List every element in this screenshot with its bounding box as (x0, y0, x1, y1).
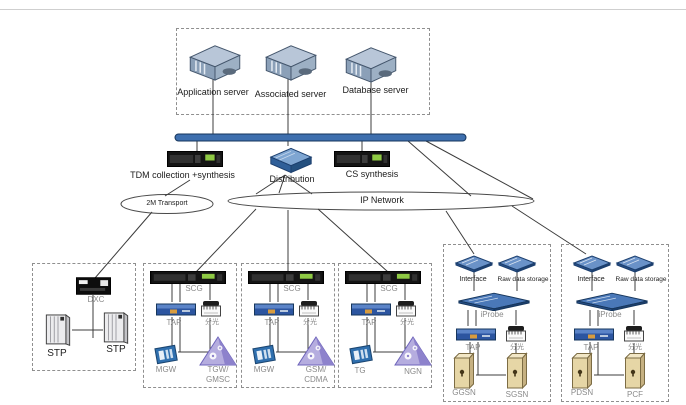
splitter-icon (622, 325, 646, 343)
pdsn-tower-icon (570, 351, 594, 391)
scg-rack-icon (150, 271, 226, 284)
interface-icon (453, 253, 495, 273)
tap-icon (574, 326, 614, 342)
distribution-switch-icon (266, 144, 316, 174)
stp-left-label: STP (47, 348, 67, 359)
database-server-icon (340, 44, 402, 84)
sgsn-cluster-box (443, 244, 551, 402)
raw-data-storage-icon (614, 253, 656, 273)
scg-label: SCG (283, 284, 301, 293)
distribution-label: Distribution (269, 174, 315, 184)
dxc-label: DXC (87, 295, 105, 304)
tap-icon (456, 326, 496, 342)
associated-server-icon (260, 42, 322, 82)
server-group-box (176, 28, 430, 115)
tap-icon (254, 301, 294, 317)
interface-label: Interface (577, 276, 605, 283)
transport-ellipse-label: 2M Transport (146, 200, 188, 207)
mgw-board-icon (251, 341, 277, 367)
pcf-label: PCF (627, 390, 643, 399)
raw-data-storage-icon (496, 253, 538, 273)
iprobe-icon (573, 291, 651, 311)
gmsc-cluster-box (143, 263, 237, 388)
interface-label: Interface (459, 276, 487, 283)
splitter-icon (199, 300, 223, 318)
splitter-label: 分光 (628, 344, 642, 351)
tap-icon (156, 301, 196, 317)
top-divider (0, 9, 686, 10)
tg-label: TG (354, 366, 366, 375)
scg-rack-icon (345, 271, 421, 284)
splitter-icon (297, 300, 321, 318)
iprobe-icon (455, 291, 533, 311)
cs-synthesis-rack-icon (334, 151, 390, 167)
associated-server-label: Associated server (254, 89, 327, 99)
triangle-label-line2: GMSC (206, 375, 230, 384)
splitter-icon (504, 325, 528, 343)
tg-board-icon (348, 341, 374, 367)
splitter-label: 分光 (510, 344, 524, 351)
tap-label: TAP (583, 343, 599, 352)
pdsn-cluster-box (561, 244, 669, 402)
interface-icon (571, 253, 613, 273)
tap-label: TAP (166, 318, 182, 327)
triangle-label-line1: NGN (404, 367, 422, 376)
scg-label: SCG (185, 284, 203, 293)
tgw-gmsc-triangle-icon (198, 335, 238, 367)
scg-label: SCG (380, 284, 398, 293)
triangle-label-line2: CDMA (304, 375, 328, 384)
tap-label: TAP (264, 318, 280, 327)
splitter-label: 分光 (400, 319, 414, 326)
bus-bar (174, 133, 467, 142)
cs-synthesis-label: CS synthesis (345, 169, 399, 179)
sgsn-label: SGSN (505, 390, 529, 399)
database-server-label: Database server (342, 85, 409, 95)
triangle-label-line1: GSM/ (305, 365, 327, 374)
pdsn-label: PDSN (570, 388, 594, 397)
raw-data-storage-label: Raw data storage (497, 276, 549, 283)
ngn-triangle-icon (393, 335, 433, 367)
stp-left-icon (44, 310, 72, 347)
mgw-label: MGW (253, 365, 275, 374)
ngn-cluster-box (338, 263, 432, 388)
application-server-icon (184, 42, 246, 82)
tdm-collection-rack-icon (167, 151, 223, 167)
tap-icon (351, 301, 391, 317)
stp-right-icon (102, 308, 130, 345)
mgw-board-icon (153, 341, 179, 367)
stp-right-label: STP (106, 344, 126, 355)
tap-label: TAP (361, 318, 377, 327)
dxc-icon (76, 277, 111, 295)
splitter-label: 分光 (205, 319, 219, 326)
mgw-label: MGW (155, 365, 177, 374)
ip-network-label: IP Network (360, 195, 404, 205)
raw-data-storage-label: Raw data storage (615, 276, 667, 283)
gsm-cdma-triangle-icon (296, 335, 336, 367)
tdm-label: TDM collection +synthesis (130, 170, 235, 180)
triangle-label-line1: TGW/ (207, 365, 229, 374)
iprobe-label: iProbe (598, 310, 622, 319)
sgsn-tower-icon (505, 351, 529, 391)
splitter-label: 分光 (303, 319, 317, 326)
application-server-label: Application server (177, 87, 249, 97)
iprobe-label: iProbe (480, 310, 504, 319)
scg-rack-icon (248, 271, 324, 284)
ggsn-tower-icon (452, 351, 476, 391)
splitter-icon (394, 300, 418, 318)
ggsn-label: GGSN (452, 388, 476, 397)
pcf-tower-icon (623, 351, 647, 391)
tap-label: TAP (465, 343, 481, 352)
ip-network-ellipse-shape (227, 191, 535, 211)
stp-cluster-box (32, 263, 136, 371)
